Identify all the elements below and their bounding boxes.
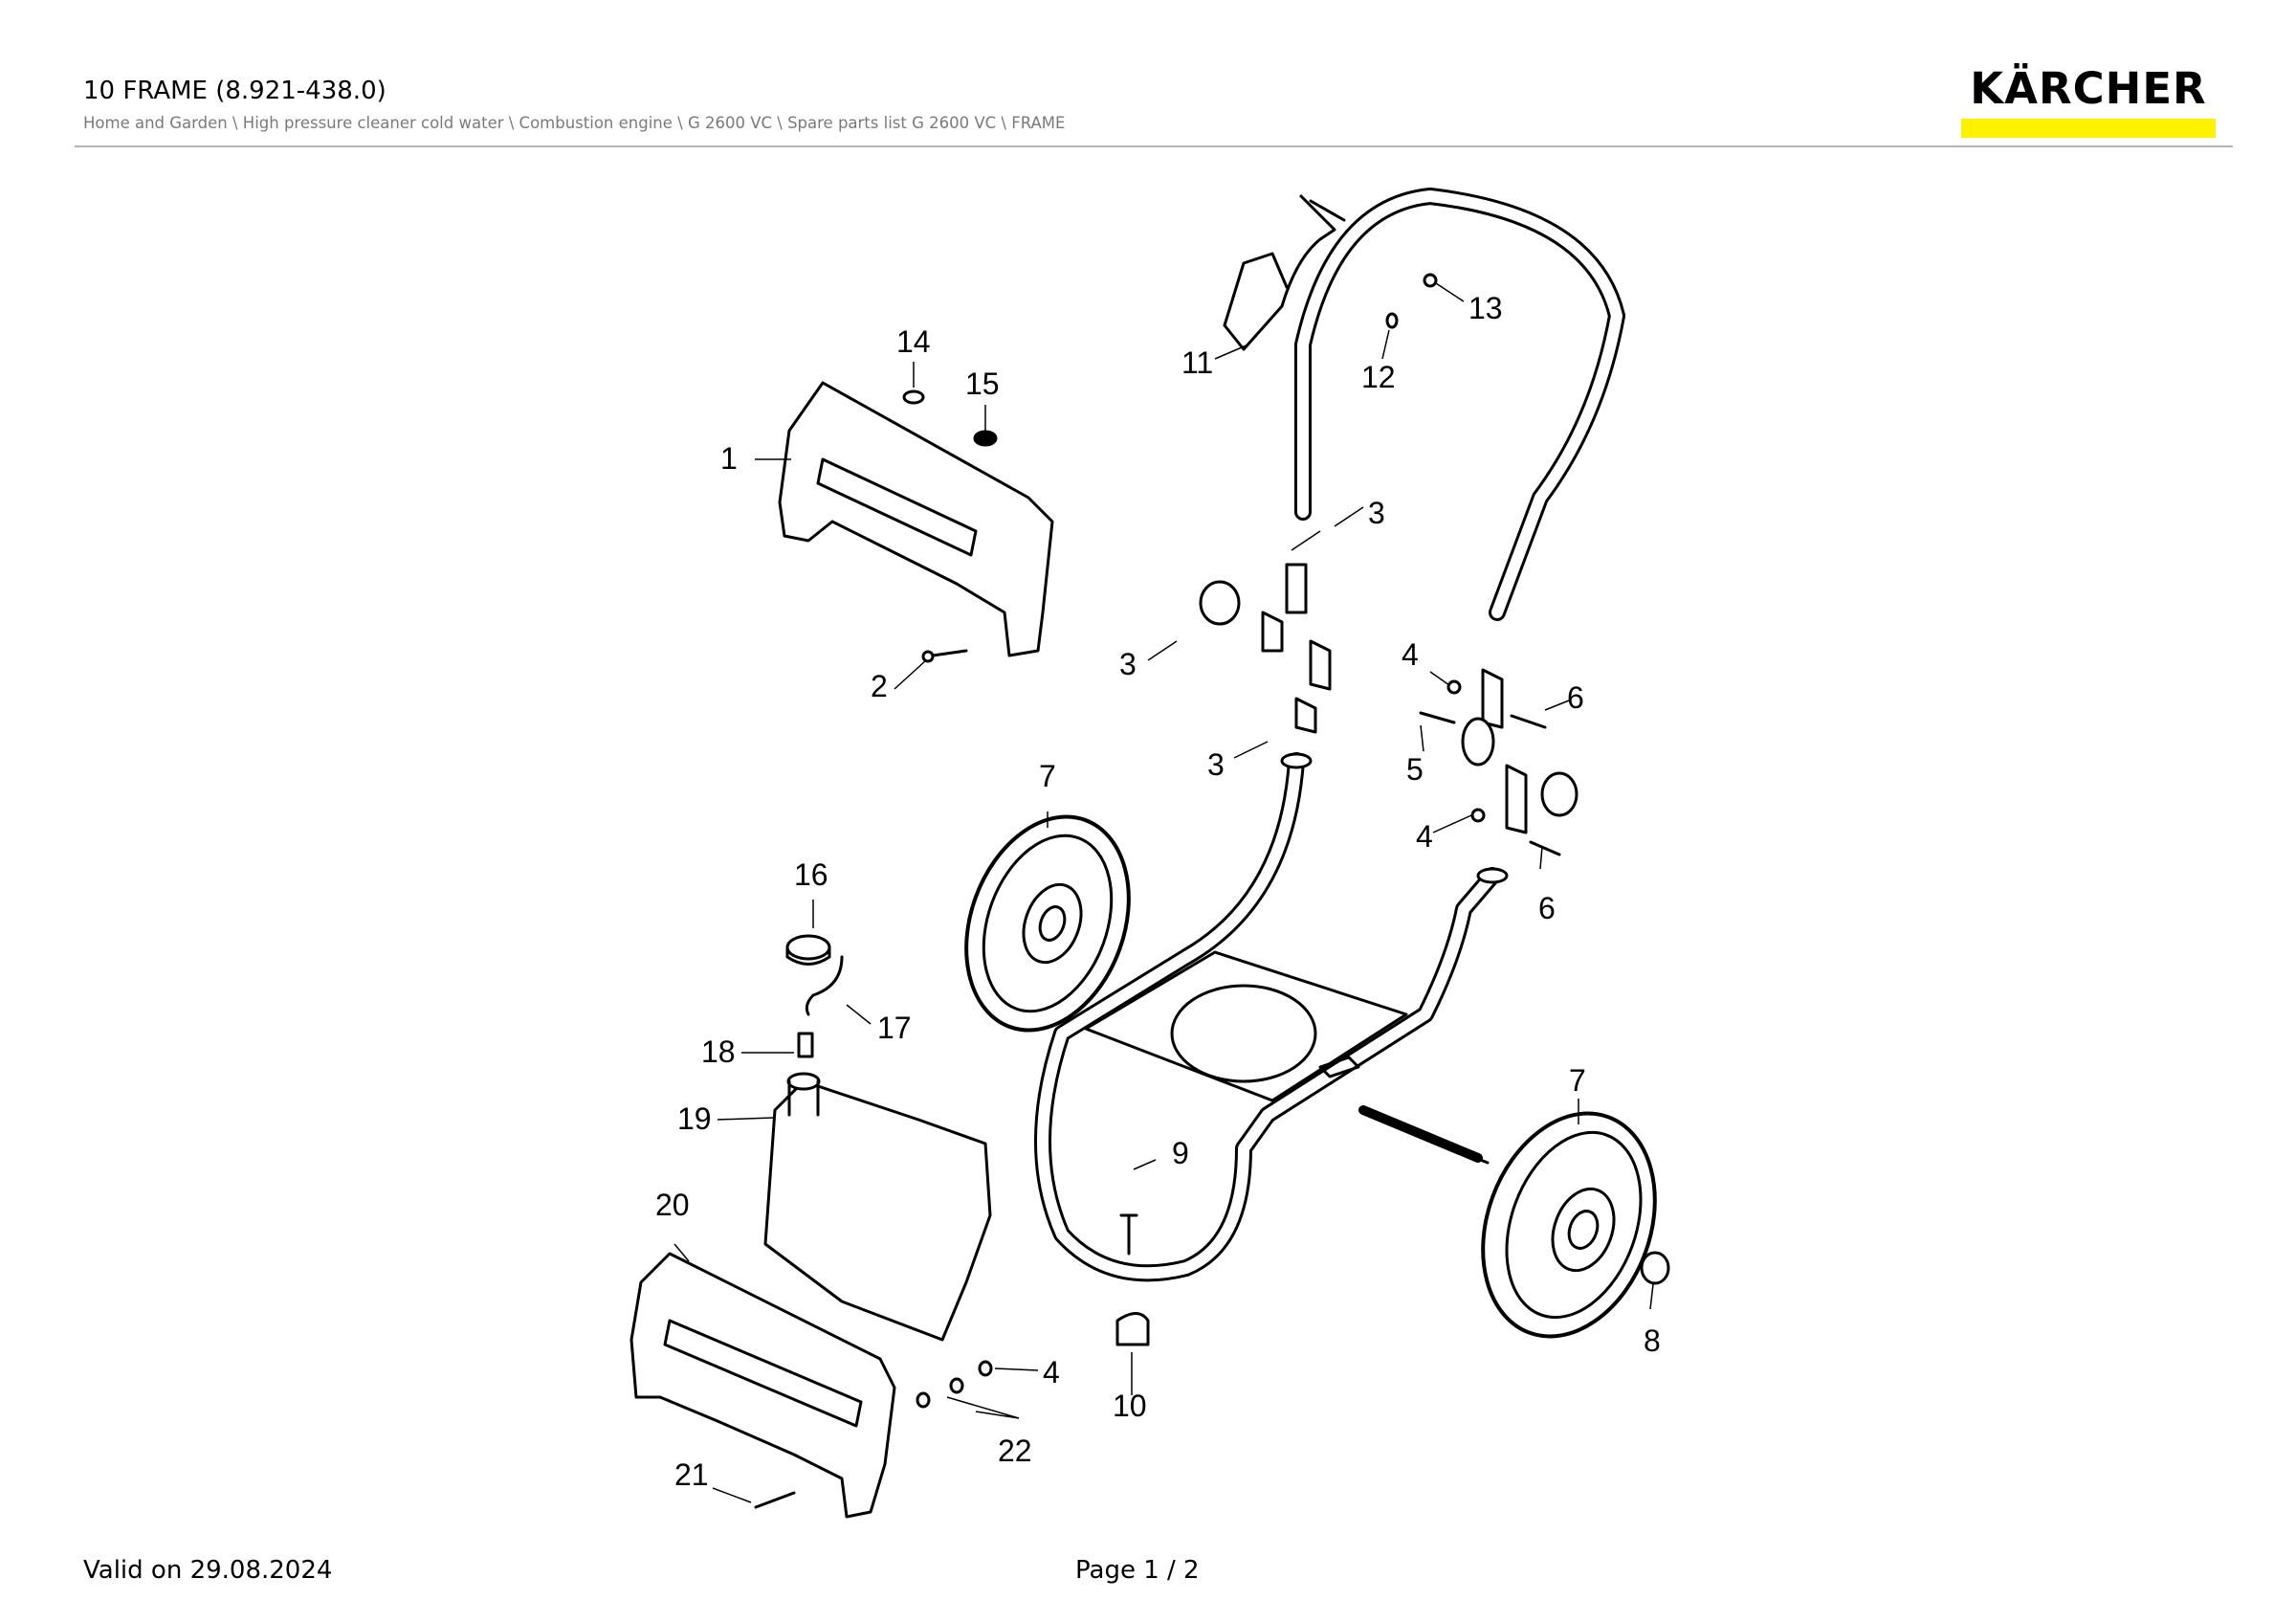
part-number-labels: 1 2 3 3 3 4 4 4 5 6 6 7 7 8 9 10 11 12 1… bbox=[655, 291, 1661, 1492]
validity-date: Valid on 29.08.2024 bbox=[83, 1556, 333, 1585]
washer-12 bbox=[1385, 312, 1399, 329]
part-label-16: 16 bbox=[794, 857, 828, 892]
part-label-5: 5 bbox=[1406, 752, 1424, 787]
fitting bbox=[797, 1032, 814, 1058]
plug-15 bbox=[973, 430, 998, 447]
hose-hook bbox=[1223, 194, 1336, 351]
part-label-10: 10 bbox=[1113, 1389, 1147, 1423]
part-label-1: 1 bbox=[720, 441, 738, 476]
part-label-15: 15 bbox=[965, 367, 1000, 401]
wheel-right bbox=[1481, 1111, 1657, 1339]
document-title: 10 FRAME (8.921-438.0) bbox=[83, 77, 386, 105]
part-label-13: 13 bbox=[1468, 291, 1503, 325]
part-label-7: 7 bbox=[1569, 1063, 1586, 1098]
handle-tube bbox=[1294, 188, 1625, 621]
part-label-4: 4 bbox=[1043, 1355, 1060, 1390]
washer-22b bbox=[949, 1377, 964, 1394]
part-label-18: 18 bbox=[701, 1034, 736, 1069]
part-label-8: 8 bbox=[1644, 1323, 1661, 1358]
clamp-upper-left bbox=[1199, 563, 1308, 653]
part-label-6: 6 bbox=[1538, 891, 1556, 925]
part-label-17: 17 bbox=[877, 1011, 912, 1045]
washer-22a bbox=[916, 1391, 931, 1409]
part-label-6: 6 bbox=[1567, 680, 1584, 715]
part-label-12: 12 bbox=[1361, 360, 1396, 394]
bolt-6-upper bbox=[1510, 714, 1547, 729]
brand-logo: KÄRCHER bbox=[1961, 61, 2216, 138]
clamp-middle bbox=[1294, 639, 1332, 734]
fuel-cap bbox=[785, 934, 831, 966]
part-label-19: 19 bbox=[677, 1101, 712, 1136]
part-label-2: 2 bbox=[871, 669, 888, 703]
part-label-20: 20 bbox=[655, 1188, 690, 1222]
wheel-left bbox=[964, 814, 1131, 1033]
part-label-9: 9 bbox=[1172, 1136, 1189, 1170]
header-divider bbox=[75, 145, 2233, 147]
part-label-22: 22 bbox=[998, 1434, 1032, 1468]
nut-4-lower bbox=[978, 1360, 993, 1377]
plug-14 bbox=[902, 389, 925, 405]
nut-13 bbox=[1423, 273, 1438, 288]
wheel-cap bbox=[1640, 1251, 1670, 1285]
breadcrumb: Home and Garden \ High pressure cleaner … bbox=[83, 114, 1066, 132]
fuel-tank bbox=[763, 1079, 992, 1342]
nut-4-upper bbox=[1446, 679, 1462, 695]
part-label-14: 14 bbox=[896, 324, 931, 359]
brand-logo-text: KÄRCHER bbox=[1970, 63, 2207, 114]
screw-2 bbox=[931, 649, 968, 657]
bolt-6-lower bbox=[1529, 840, 1561, 856]
brand-logo-bar bbox=[1961, 119, 2216, 138]
part-label-3: 3 bbox=[1119, 647, 1137, 681]
part-label-3: 3 bbox=[1368, 496, 1385, 530]
part-label-11: 11 bbox=[1181, 345, 1213, 380]
page-number: Page 1 / 2 bbox=[1075, 1556, 1200, 1585]
part-label-4: 4 bbox=[1416, 819, 1433, 854]
part-label-3: 3 bbox=[1207, 747, 1225, 782]
part-label-4: 4 bbox=[1402, 637, 1419, 672]
screw-21 bbox=[754, 1491, 796, 1509]
part-label-7: 7 bbox=[1039, 759, 1056, 793]
nut-4-middle bbox=[1470, 808, 1486, 823]
bolt-5 bbox=[1419, 711, 1456, 724]
upper-cover bbox=[778, 381, 1054, 657]
clamp-right bbox=[1461, 668, 1578, 834]
bumper-10 bbox=[1115, 1312, 1150, 1346]
vent-hose bbox=[805, 955, 844, 1016]
part-label-21: 21 bbox=[674, 1457, 709, 1492]
